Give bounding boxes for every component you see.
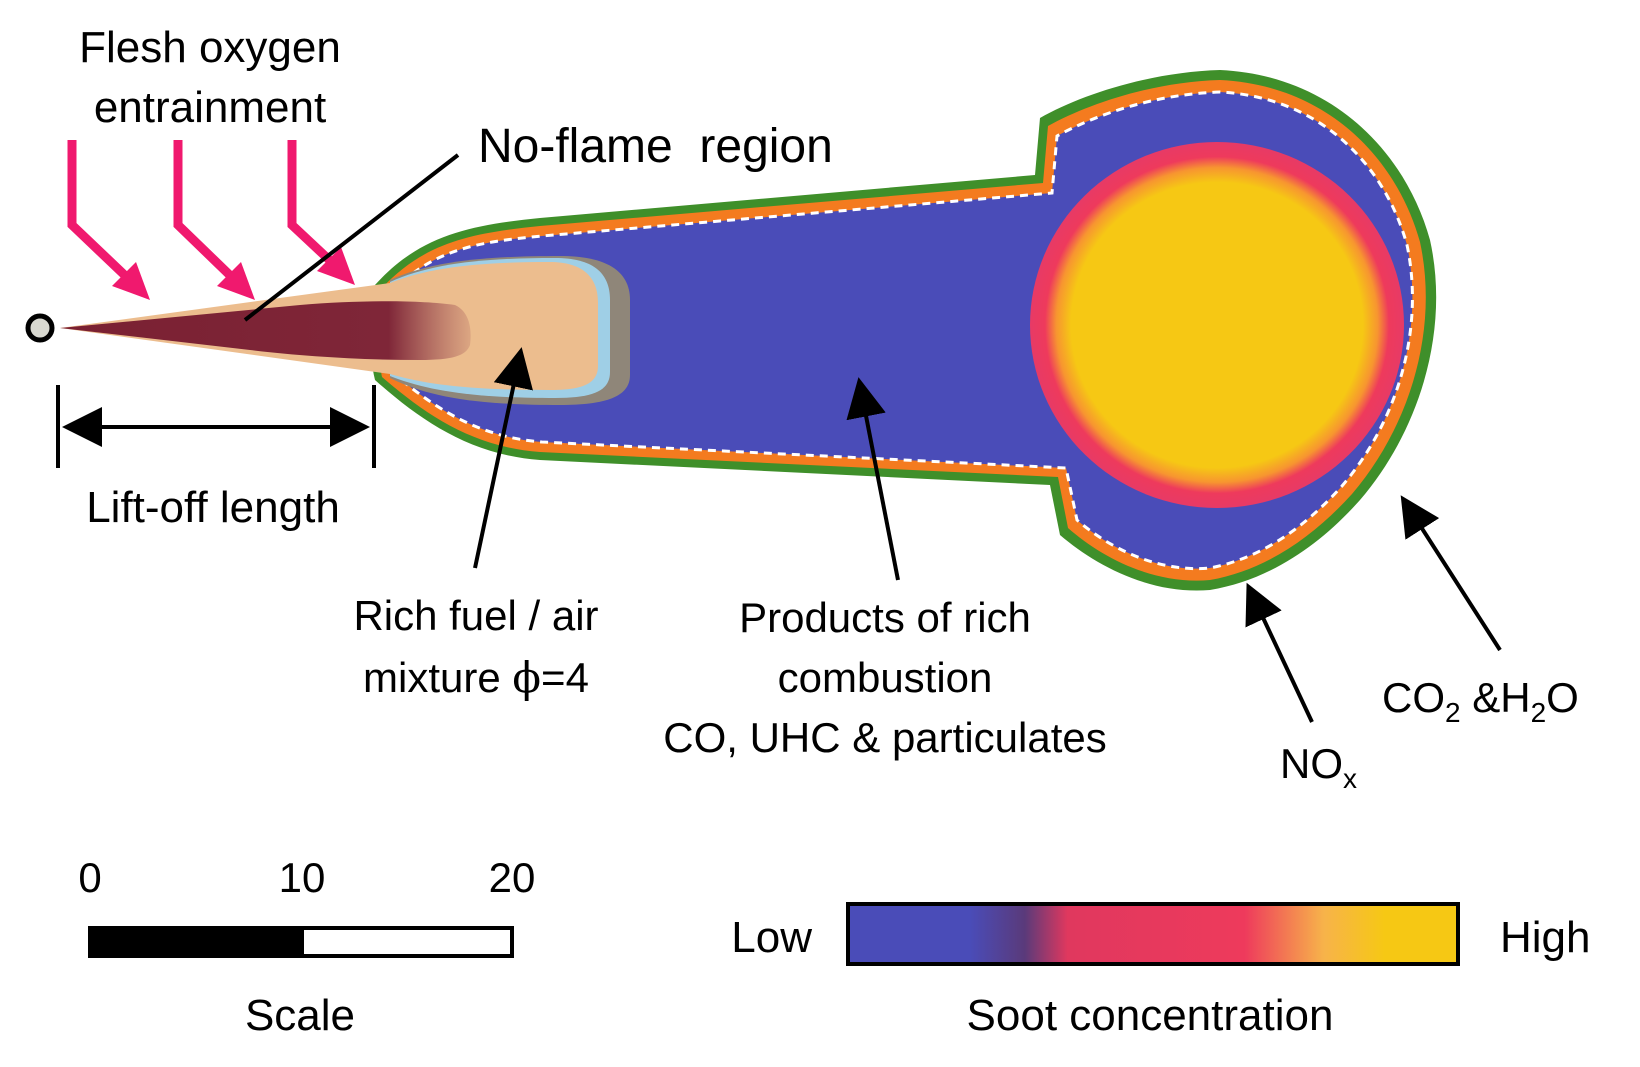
no-flame-leader (243, 153, 460, 322)
rich-mixture-prefix: mixture (363, 654, 512, 701)
leader-lines (243, 153, 1502, 723)
liftoff-dimension (56, 385, 376, 468)
nox-main: NO (1280, 740, 1343, 787)
equivalence-ratio-symbol: ϕ (512, 653, 541, 702)
oxygen-arrowhead-3 (317, 247, 355, 285)
rich-mixture-label-line2: mixture ϕ=4 (363, 653, 589, 702)
nox-label: NOx (1280, 740, 1357, 794)
soot-gradient-bar (846, 902, 1460, 966)
soot-low-label: Low (731, 913, 812, 962)
oxygen-arrowhead-1 (112, 262, 150, 300)
liquid-jet-region (25, 256, 630, 405)
soot-bar-label: Soot concentration (967, 991, 1334, 1040)
products-label-line3: CO, UHC & particulates (663, 714, 1106, 761)
scale-bar-empty (300, 926, 514, 958)
scale-bar: 0 10 20 Scale (78, 854, 535, 1040)
co2-co: CO (1382, 674, 1445, 721)
liftoff-label: Lift-off length (86, 483, 340, 532)
scale-tick-0: 0 (78, 854, 101, 901)
h2o-subscript: 2 (1531, 697, 1547, 728)
h2o-o: O (1546, 674, 1579, 721)
oxygen-entrainment-arrows (67, 140, 344, 289)
scale-label: Scale (245, 991, 355, 1040)
rich-mixture-leader (473, 347, 533, 569)
oxygen-label-line1: Flesh oxygen (79, 23, 341, 72)
scale-tick-10: 10 (279, 854, 326, 901)
flame-body (369, 70, 1437, 591)
co2-leader (1400, 495, 1502, 652)
oxygen-arrow-3 (287, 140, 344, 274)
oxygen-arrowhead-2 (217, 262, 255, 300)
scale-bar-filled (88, 926, 302, 958)
nox-subscript: x (1343, 763, 1357, 794)
co2-subscript: 2 (1445, 697, 1461, 728)
no-flame-label: No-flame region (478, 120, 833, 173)
co2-h2o-label: CO2 &H2O (1382, 674, 1579, 728)
oxygen-arrow-1 (67, 140, 139, 289)
rich-mixture-suffix: =4 (541, 654, 589, 701)
nox-leader (1245, 582, 1314, 723)
products-label-line2: combustion (778, 654, 993, 701)
injector-nozzle (25, 313, 55, 343)
products-leader (846, 377, 900, 581)
oxygen-label-line2: entrainment (94, 83, 326, 132)
oxygen-arrowheads (112, 247, 355, 300)
scale-tick-20: 20 (489, 854, 536, 901)
soot-head-region (1030, 142, 1404, 508)
co2-amp-h: &H (1461, 674, 1531, 721)
diffusion-flame-boundary (390, 90, 1414, 571)
soot-high-label: High (1500, 913, 1591, 962)
liquid-fuel-core (60, 301, 471, 360)
rich-mixture-label-line1: Rich fuel / air (353, 592, 598, 639)
products-label-line1: Products of rich (739, 594, 1031, 641)
oxygen-arrow-2 (173, 140, 244, 289)
soot-colorbar: Low High Soot concentration (731, 902, 1591, 1040)
